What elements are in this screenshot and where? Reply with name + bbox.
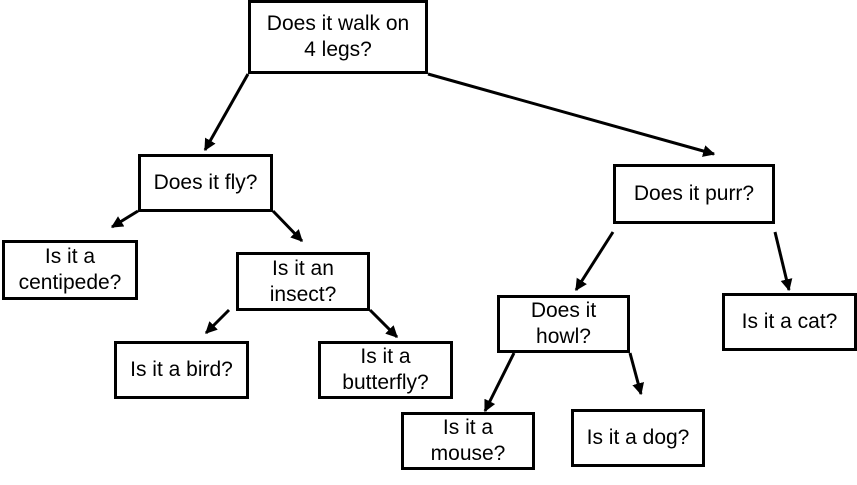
arrow-purr-cat [773,231,793,292]
arrow-insect-butterfly [368,308,399,339]
node-does-it-fly: Does it fly? [138,154,273,212]
node-does-it-purr: Does it purr? [613,164,775,224]
node-is-it-a-centipede: Is it a centipede? [2,240,138,300]
arrow-insect-bird [204,308,231,335]
arrow-howl-dog [628,352,644,396]
arrow-fly-insect [271,209,304,243]
arrow-purr-howl [574,231,615,292]
node-is-it-a-cat: Is it a cat? [722,293,857,351]
arrow-walk4-purr [427,72,716,157]
arrow-howl-mouse [483,352,516,413]
node-is-it-a-dog: Is it a dog? [571,409,705,467]
arrow-fly-centipede [110,209,139,229]
node-is-it-an-insect: Is it an insect? [236,252,370,311]
node-is-it-a-bird: Is it a bird? [114,341,249,399]
arrow-walk4-fly [203,73,250,152]
node-is-it-a-butterfly: Is it a butterfly? [318,341,453,399]
node-does-it-howl: Does it howl? [497,295,630,353]
node-walk-on-4-legs: Does it walk on 4 legs? [248,0,428,74]
node-is-it-a-mouse: Is it a mouse? [401,412,535,470]
